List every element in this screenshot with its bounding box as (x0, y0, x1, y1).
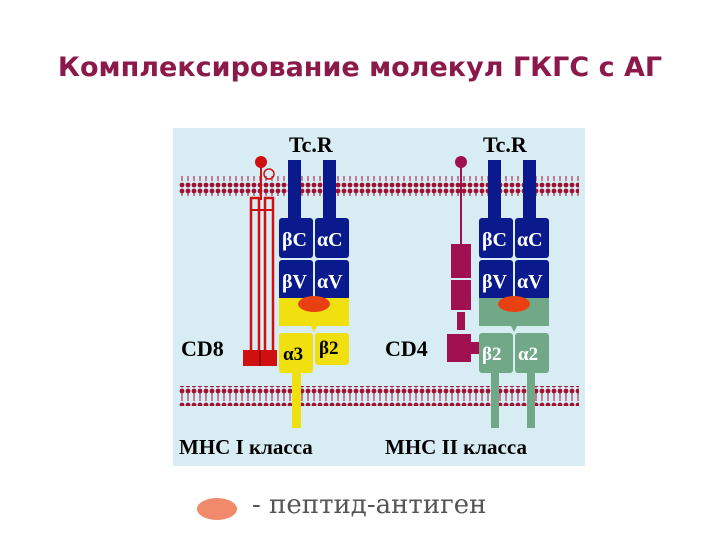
tcr-right-domain-1: αC (517, 229, 543, 251)
tcr-right-label: Tc.R (483, 132, 528, 157)
mhc2-domain-0: β2 (482, 344, 502, 365)
cd8-label: CD8 (181, 336, 224, 361)
top-membrane (179, 176, 579, 196)
mhc2-domain-1: α2 (518, 344, 538, 365)
antigen-legend-text: - пептид-антиген (252, 490, 487, 520)
mhc1-label: MHC I класса (179, 435, 313, 459)
tcr-left-domain-1: αC (317, 229, 343, 251)
bottom-membrane (179, 386, 579, 406)
tcr-left-domain-3: αV (317, 271, 343, 293)
tcr-right-domain-2: βV (482, 271, 508, 293)
tcr-right-domain-3: αV (517, 271, 543, 293)
antigen-legend-swatch (197, 498, 237, 520)
tcr-right-domain-0: βC (482, 229, 507, 251)
mhc2-right (479, 296, 549, 428)
mhc2-label: MHC II класса (385, 435, 527, 459)
cd4-label: CD4 (385, 336, 428, 361)
cd4-molecule (447, 156, 485, 362)
cd8-molecule (243, 156, 277, 366)
tcr-left-domain-2: βV (282, 271, 308, 293)
diagram-svg: Tc.R Tc.R βC αC βV αV βC αC βV αV α3 β2 … (179, 132, 579, 459)
mhc1-domain-0: α3 (283, 344, 303, 365)
slide-title: Комплексирование молекул ГКГС с АГ (57, 52, 663, 83)
tcr-mhc-diagram: Tc.R Tc.R βC αC βV αV βC αC βV αV α3 β2 … (173, 128, 585, 466)
tcr-left-domain-0: βC (282, 229, 307, 251)
mhc1-left (279, 296, 349, 428)
tcr-left (279, 160, 349, 300)
mhc1-domain-1: β2 (319, 338, 339, 359)
tcr-right (479, 160, 549, 300)
tcr-left-label: Tc.R (289, 132, 334, 157)
